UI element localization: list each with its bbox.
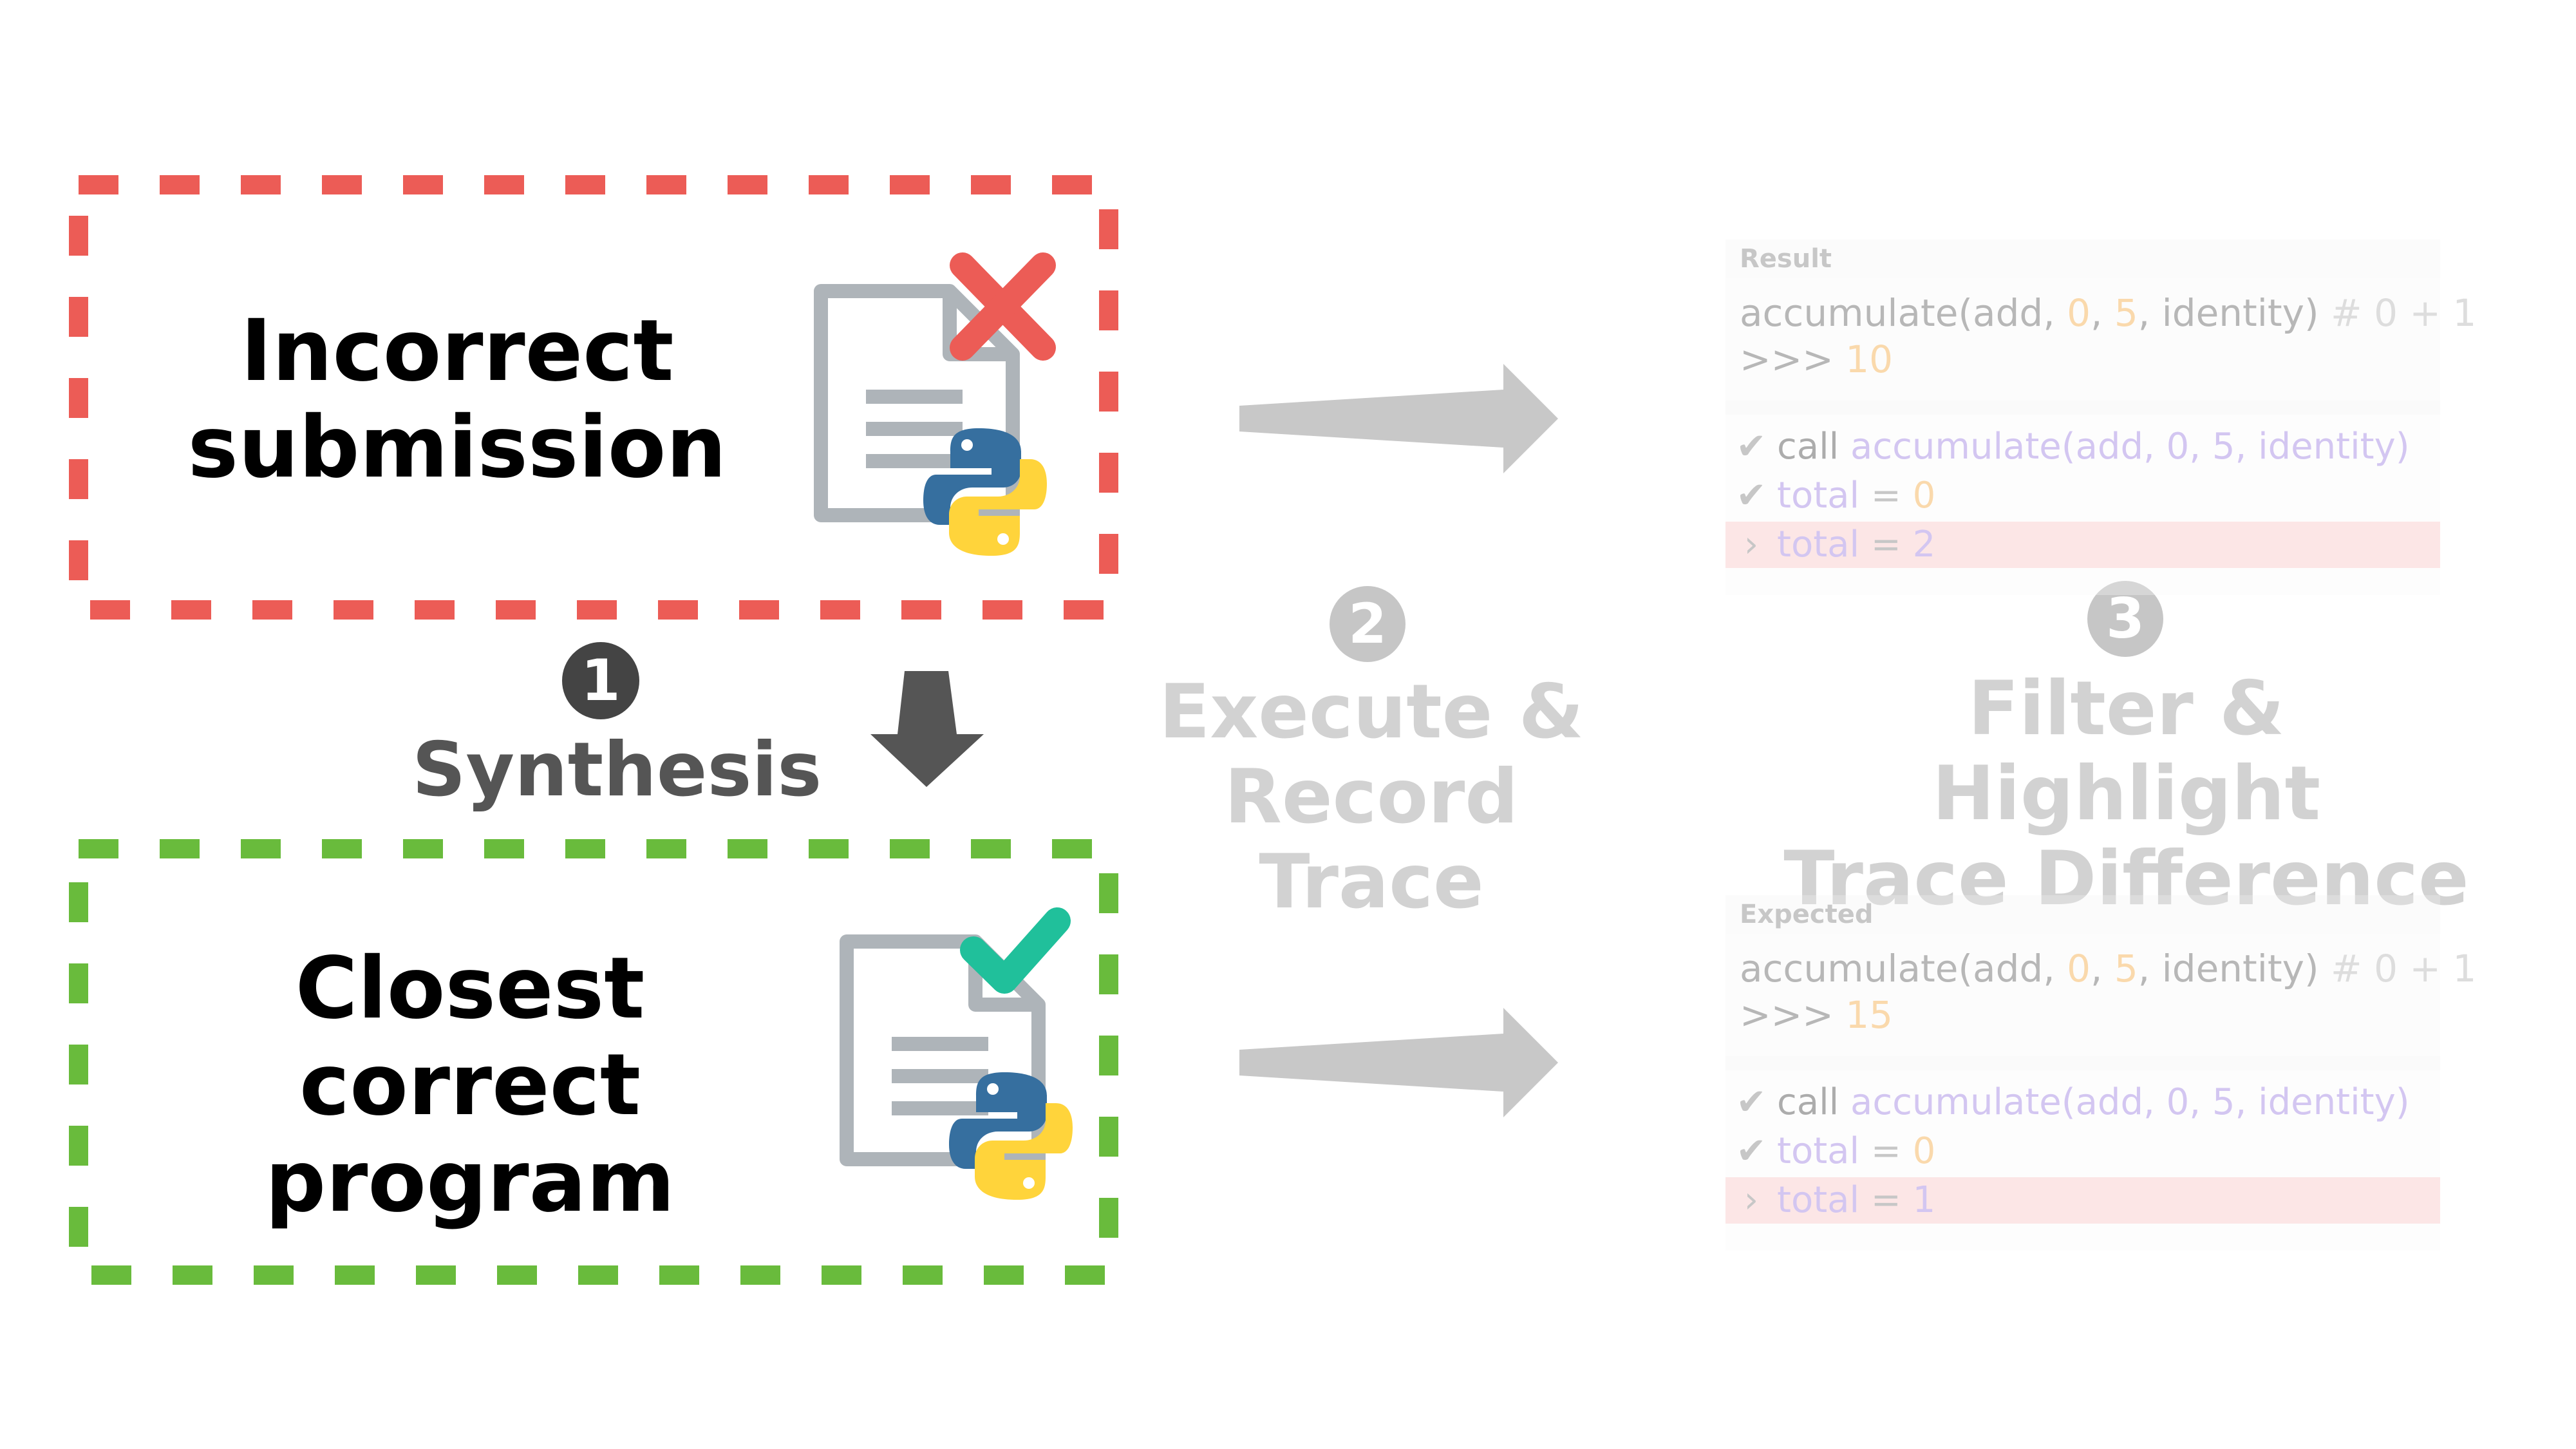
expected-separator	[1725, 1056, 2440, 1070]
filter-highlight-label: Filter & Highlight Trace Difference	[1777, 667, 2476, 922]
execute-record-label: Execute & Record Trace	[1120, 670, 1622, 925]
expected-trace-row: ✔call accumulate(add, 0, 5, identity)	[1736, 1081, 2410, 1123]
correct-box-title: Closest correct program	[129, 940, 811, 1230]
result-code-box: accumulate(add, 0, 5, identity) # 0 + 1 …	[1725, 278, 2476, 401]
expected-panel: Expected accumulate(add, 0, 5, identity)…	[1725, 895, 2476, 1251]
expected-output-line: >>> 15	[1740, 993, 1894, 1037]
correct-title-line1: Closest correct	[295, 939, 645, 1135]
synthesis-label: Synthesis	[412, 726, 822, 813]
expected-trace-row-highlighted: ›total = 1	[1725, 1177, 2440, 1224]
result-trace-row: ✔total = 0	[1736, 475, 1936, 516]
expected-trace-row: ✔total = 0	[1736, 1130, 1936, 1172]
expected-header: Expected	[1725, 895, 2440, 934]
result-panel: Result accumulate(add, 0, 5, identity) #…	[1725, 240, 2476, 595]
expected-code-box: accumulate(add, 0, 5, identity) # 0 + 1 …	[1725, 934, 2476, 1056]
correct-box-border	[69, 839, 1118, 1285]
step-2-line2: Record Trace	[1224, 753, 1519, 925]
incorrect-box-border	[69, 175, 1118, 620]
result-trace-list: ✔call accumulate(add, 0, 5, identity) ✔t…	[1725, 415, 2440, 595]
correct-title-line2: program	[265, 1132, 675, 1231]
correct-python-file-icon	[840, 934, 1073, 1200]
result-header: Result	[1725, 240, 2440, 278]
cross-icon	[950, 252, 1056, 361]
result-call-line: accumulate(add, 0, 5, identity) # 0 + 1	[1740, 291, 2477, 335]
expected-call-line: accumulate(add, 0, 5, identity) # 0 + 1	[1740, 947, 2477, 990]
incorrect-box-title: Incorrect submission	[148, 303, 766, 496]
synthesis-arrow	[870, 671, 984, 787]
step-2-line1: Execute &	[1159, 668, 1584, 755]
result-separator	[1725, 401, 2440, 415]
result-output-line: >>> 10	[1740, 337, 1894, 381]
step-3-line1: Filter & Highlight	[1932, 665, 2321, 837]
incorrect-title-line2: submission	[187, 398, 727, 497]
step-2-badge: 2	[1330, 586, 1406, 662]
step-3-line2: Trace Difference	[1783, 835, 2469, 922]
step-1-badge: 1	[562, 642, 639, 719]
incorrect-title-line1: Incorrect	[240, 301, 674, 401]
result-trace-row-highlighted: ›total = 2	[1725, 522, 2440, 568]
expected-trace-list: ✔call accumulate(add, 0, 5, identity) ✔t…	[1725, 1070, 2440, 1251]
step-3-badge: 3	[2087, 581, 2163, 657]
checkmark-icon	[960, 907, 1071, 994]
result-trace-row: ✔call accumulate(add, 0, 5, identity)	[1736, 426, 2410, 468]
arrow-to-result	[1239, 364, 1558, 473]
arrow-to-expected	[1239, 1008, 1558, 1117]
